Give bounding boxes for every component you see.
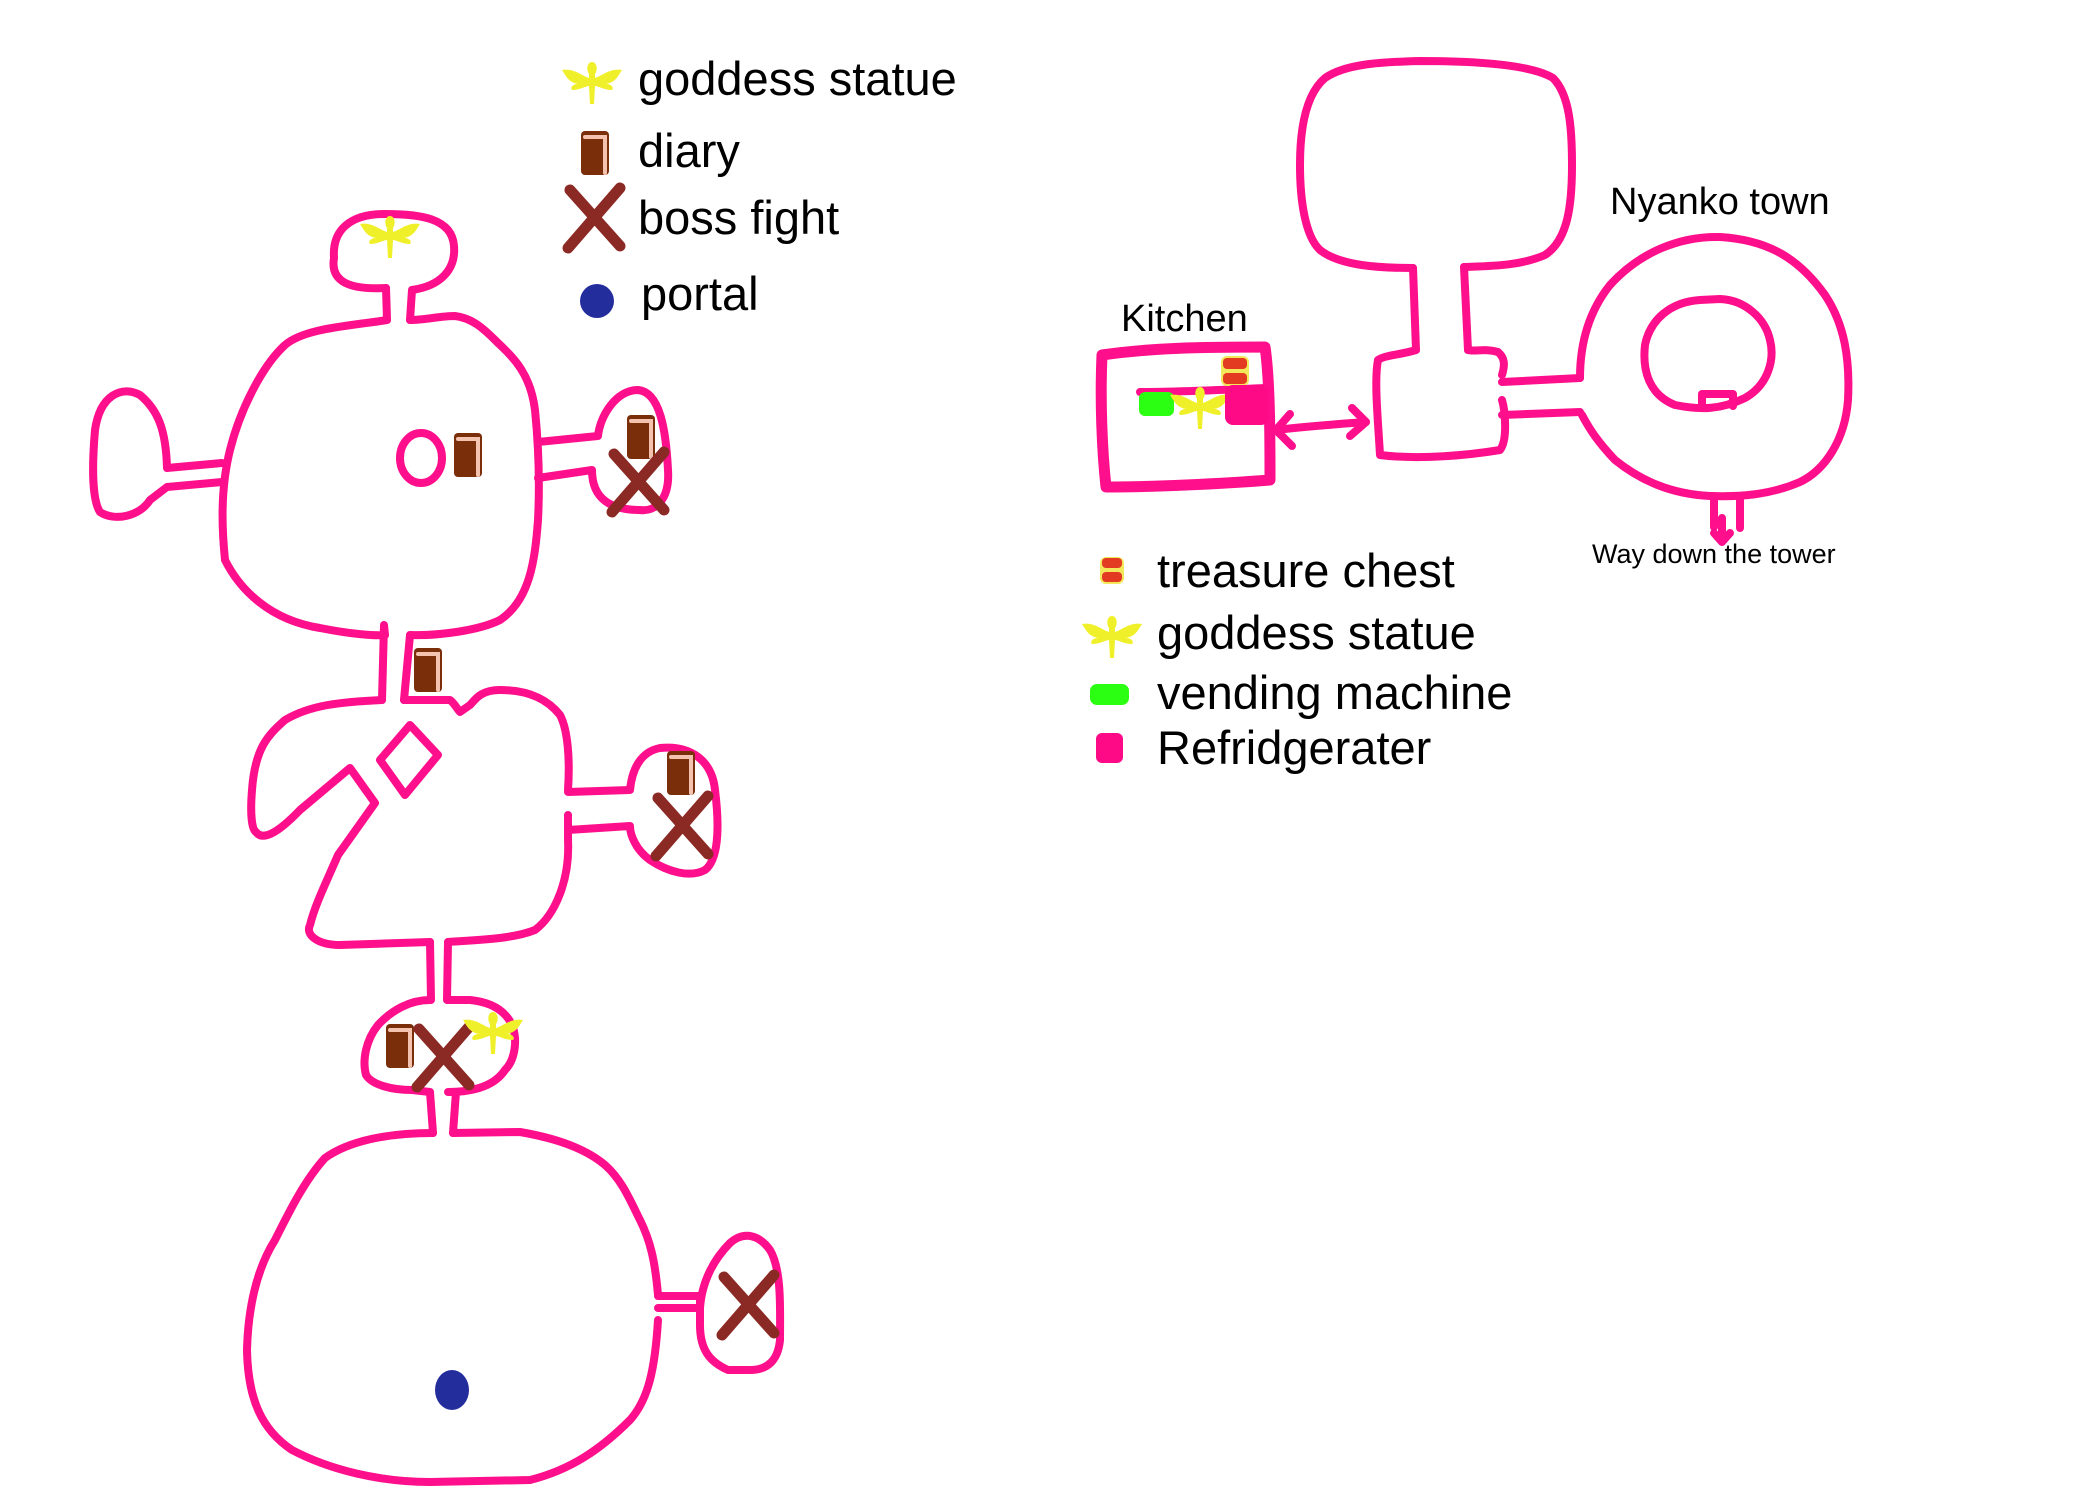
corridor-wall (382, 284, 391, 324)
legend-item: Refridgerater (1096, 721, 1431, 774)
portal-icon[interactable] (435, 1370, 469, 1410)
exit-arrow-icon[interactable] (1710, 514, 1734, 546)
legend-item: goddess statue (1082, 606, 1476, 659)
legend-label: vending machine (1157, 666, 1512, 719)
legend-label: goddess statue (638, 52, 957, 105)
room-top[interactable] (1296, 57, 1576, 272)
town-building (1698, 390, 1737, 410)
exit-label: Way down the tower (1592, 539, 1836, 569)
legend-item: portal (580, 267, 759, 320)
goddess-statue-icon (360, 216, 420, 258)
boss-fight-icon (656, 796, 708, 856)
town-map: Kitchen Nyanko town Way down the tower t… (1082, 57, 1853, 774)
corridor-wall (426, 938, 435, 1004)
diary-icon (625, 413, 657, 461)
corridor-wall (1498, 374, 1584, 386)
nyanko-town-label: Nyanko town (1610, 181, 1830, 223)
legend-item: treasure chest (1100, 544, 1455, 597)
legend-label: treasure chest (1157, 544, 1455, 597)
legend-item: vending machine (1090, 666, 1512, 719)
vending-machine-icon (1090, 684, 1129, 705)
corridor-wall (1460, 263, 1472, 354)
room-nyanko-town[interactable] (1576, 232, 1853, 546)
legend-label: Refridgerater (1157, 721, 1431, 774)
goddess-statue-icon (562, 62, 622, 104)
diary-icon (665, 749, 697, 797)
legend-item: boss fight (568, 188, 839, 248)
central-pillar (376, 721, 442, 799)
boss-fight-icon (417, 1027, 469, 1087)
room-upper-hall[interactable] (218, 312, 543, 640)
refrigerator-icon (1096, 733, 1123, 763)
room-middle-east-pod[interactable] (564, 743, 722, 878)
tower-map: goddess statue diary boss fight portal (89, 52, 957, 1486)
corridor-wall (426, 1088, 437, 1137)
legend-item: diary (579, 124, 740, 177)
room-upper-east-pod[interactable] (534, 386, 673, 512)
diary-icon (452, 431, 484, 479)
diary-icon (384, 1022, 416, 1070)
vending-machine-icon[interactable] (1139, 392, 1174, 416)
boss-fight-icon (612, 452, 664, 512)
room-kitchen[interactable] (1095, 341, 1276, 493)
legend-label: diary (638, 124, 740, 177)
corridor-wall (449, 1088, 460, 1137)
legend-label: goddess statue (1157, 606, 1476, 659)
boss-fight-icon (722, 1275, 774, 1335)
treasure-chest-icon[interactable] (1221, 356, 1249, 386)
corridor-wall (1498, 408, 1584, 419)
room-hub[interactable] (1372, 346, 1510, 462)
legend-label: portal (641, 267, 759, 320)
legend-item: goddess statue (562, 52, 957, 105)
room-lower-east-pod[interactable] (654, 1231, 785, 1374)
corridor-wall (378, 621, 389, 704)
room-lower-antechamber[interactable] (360, 996, 524, 1096)
corridor-wall (443, 938, 452, 1004)
goddess-statue-icon (1082, 616, 1142, 658)
legend-label: boss fight (638, 191, 839, 244)
room-lower-hall[interactable] (243, 1128, 662, 1486)
corridor-wall (1409, 264, 1420, 354)
town-legend: treasure chest goddess statue vending ma… (1082, 544, 1512, 774)
portal-icon (580, 284, 614, 318)
corridor-wall (400, 631, 414, 704)
tower-legend: goddess statue diary boss fight portal (562, 52, 957, 320)
diary-icon (579, 129, 611, 177)
corridor-wall (406, 286, 416, 324)
kitchen-label: Kitchen (1121, 298, 1248, 340)
room-statue[interactable] (329, 210, 459, 294)
treasure-chest-icon (1100, 557, 1124, 584)
refrigerator-icon[interactable] (1225, 385, 1269, 425)
diary-icon (412, 646, 444, 694)
room-upper-west-pod[interactable] (89, 387, 226, 521)
room-middle-hall[interactable] (247, 646, 573, 949)
boss-fight-icon (568, 188, 620, 248)
kitchen-hub-connection (1272, 404, 1370, 450)
pillar (396, 429, 446, 487)
